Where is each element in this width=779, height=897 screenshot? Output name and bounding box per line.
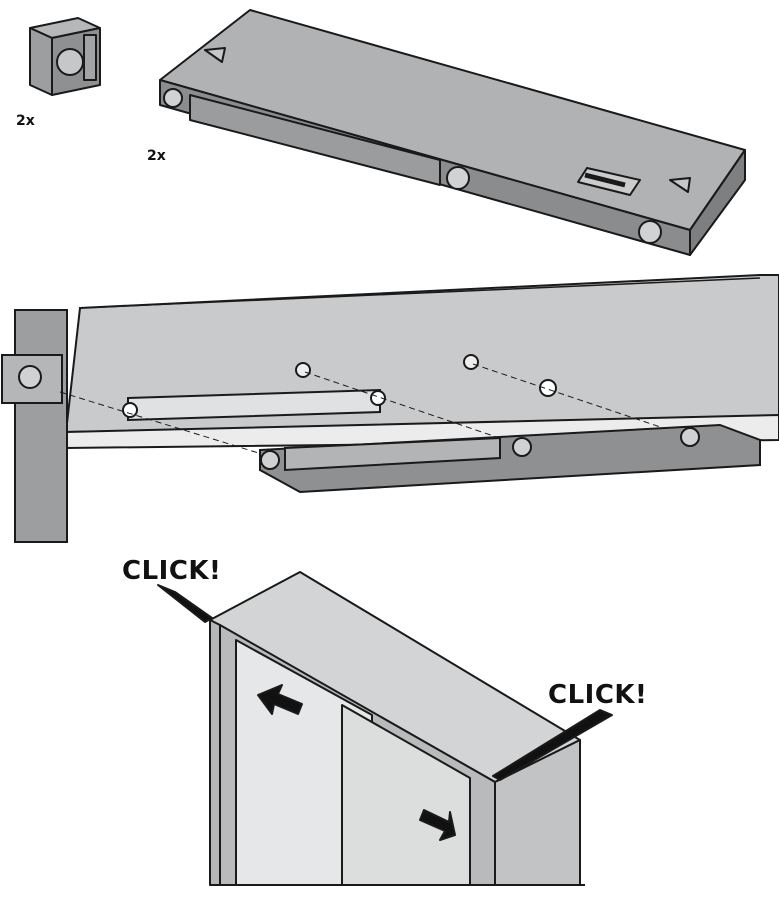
soft-close-mechanism [159,9,746,256]
mounting-clip [29,17,101,96]
clip-quantity-label: 2x [16,113,35,129]
click-label-right: CLICK! [548,680,648,710]
cabinet-top-view [0,270,779,543]
click-label-left: CLICK! [122,556,222,586]
wardrobe-sliding-doors [157,571,613,886]
mechanism-quantity-label: 2x [147,148,166,164]
